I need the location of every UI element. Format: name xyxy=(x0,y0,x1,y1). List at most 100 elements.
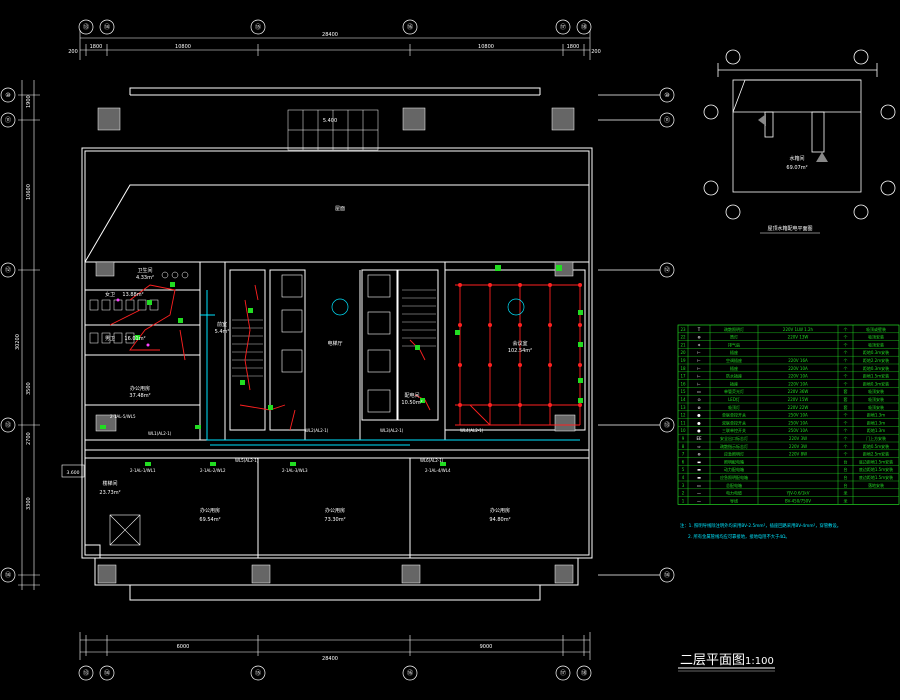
left-total-dim: 30200 xyxy=(15,334,21,350)
grid-left-3: ⑬ xyxy=(5,421,11,429)
inset-title: 屋顶水箱配电平面图 xyxy=(767,225,812,232)
legend-note-1: 注：1. 照明导线除注明外均采用BV-2.5mm²，插座回路采用BV-4mm²，… xyxy=(680,522,841,529)
legend-cell-note: 底边距地1.5m安装 xyxy=(859,474,893,480)
top-dim-3: 10800 xyxy=(478,44,494,50)
room-stair-area: 23.73m² xyxy=(99,490,120,496)
bottom-grid-bubbles xyxy=(78,665,592,681)
grid-right-2: ⑫ xyxy=(664,266,670,274)
room-hall: 电梯厅 xyxy=(327,340,342,347)
grid-top-0: ⑬ xyxy=(83,23,89,31)
legend-cell-no: 23 xyxy=(680,327,686,332)
legend-cell-spec: 220V 8W xyxy=(789,452,807,457)
lower-stair-box xyxy=(61,464,141,546)
legend-cell-name: 防水插座 xyxy=(726,373,742,379)
room-office2-area: 69.54m² xyxy=(199,517,220,523)
left-dim-5: 3300 xyxy=(26,497,32,510)
top-dim-0: 200 xyxy=(68,49,78,55)
legend-note-2: 2. 所有金属管线均应可靠接地，接地电阻不大于4Ω。 xyxy=(688,533,790,540)
legend-cell-qty: 个 xyxy=(844,444,848,449)
legend-cell-symbol: ⊗ xyxy=(697,452,700,457)
legend-cell-symbol: ⇨ xyxy=(697,444,701,449)
legend-cell-qty: 米 xyxy=(844,490,848,496)
legend-cell-spec: BV-450/750V xyxy=(785,498,811,503)
grid-right-0: ⑩ xyxy=(664,92,669,99)
legend-cell-no: 6 xyxy=(682,459,685,464)
legend-cell-qty: 个 xyxy=(844,374,848,379)
room-office2-name: 办公用房 xyxy=(200,507,220,514)
legend-cell-symbol: ⊗ xyxy=(697,405,700,410)
legend-cell-qty: 台 xyxy=(844,458,848,464)
legend-cell-name: 动力配电箱 xyxy=(724,466,744,472)
legend-cell-symbol: ● xyxy=(697,420,701,425)
legend-cell-name: 应急照明配电箱 xyxy=(720,474,748,480)
grid-top-2: ⑮ xyxy=(255,23,261,31)
legend-cell-name: 插座 xyxy=(730,380,738,386)
legend-cell-note: 距地0.5m安装 xyxy=(863,443,889,449)
ceiling-lights xyxy=(458,283,582,407)
grid-bottom-4: ⑰ xyxy=(560,669,566,677)
legend-cell-qty: 套 xyxy=(844,396,848,402)
grid-bottom-1: ⑭ xyxy=(104,669,110,677)
legend-cell-symbol: ⊢ xyxy=(697,350,701,355)
legend-cell-note: 距地0.3m安装 xyxy=(863,349,889,355)
grid-bottom-5: ⑱ xyxy=(581,669,587,677)
grid-bottom-2: ⑮ xyxy=(255,669,261,677)
bottom-dim-7: 9000 xyxy=(480,644,493,650)
legend-cell-qty: 个 xyxy=(844,342,848,347)
legend-cell-note: 底边距地1.5m安装 xyxy=(859,466,893,472)
legend-cell-name: 导线 xyxy=(730,497,738,503)
legend-cell-spec: 250V 10A xyxy=(788,413,808,418)
inset-area: 69.07m² xyxy=(786,165,807,171)
drawing-title: 二层平面图 xyxy=(680,653,745,668)
legend-cell-qty: 米 xyxy=(844,497,848,503)
room-female-name: 女卫 xyxy=(105,291,115,298)
grid-top-5: ⑱ xyxy=(581,23,587,31)
room-office4-area: 94.80m² xyxy=(489,517,510,523)
legend-cell-note: 距地1.3m xyxy=(867,419,885,425)
legend-cell-name: 筒灯 xyxy=(730,334,738,340)
circuit-tag-4: WL5(AL2-1) xyxy=(235,458,259,463)
left-dim-2: 10600 xyxy=(26,184,32,200)
legend-cell-note: 吸顶安装 xyxy=(868,334,884,340)
legend-cell-name: 应急照明灯 xyxy=(724,451,744,457)
legend-cell-name: 吸顶灯 xyxy=(728,404,740,410)
legend-cell-note: 距地2.5m安装 xyxy=(863,451,889,457)
legend-cell-name: 三联单控开关 xyxy=(722,427,746,433)
grid-right-3: ⑬ xyxy=(664,421,670,429)
inset-drain-symbol xyxy=(816,152,828,162)
inset-roof-plan xyxy=(703,49,896,220)
legend-cell-qty: 台 xyxy=(844,474,848,480)
legend-cell-spec: 220V 13W xyxy=(788,335,809,340)
bottom-dim-4: 6000 xyxy=(177,644,190,650)
legend-cell-note: 距地2.2m安装 xyxy=(863,357,889,363)
top-elevation-mark: 5.400 xyxy=(323,118,337,124)
legend-cell-no: 14 xyxy=(680,397,686,402)
legend-cell-spec: 220V 36W xyxy=(788,389,809,394)
legend-cell-qty: 个 xyxy=(844,358,848,363)
legend-cell-qty: 台 xyxy=(844,466,848,472)
circuit-tag-8: 2-1AL-3/WL3 xyxy=(282,468,308,473)
legend-cell-no: 5 xyxy=(682,467,685,472)
legend-cell-name: 插座 xyxy=(730,365,738,371)
inset-pump-symbol xyxy=(758,114,766,126)
legend-cell-symbol: ⊗ xyxy=(697,335,700,340)
legend-cell-no: 22 xyxy=(680,335,686,340)
grid-top-4: ⑰ xyxy=(560,23,566,31)
legend-cell-no: 8 xyxy=(682,444,685,449)
legend-cell-no: 12 xyxy=(680,413,686,418)
circuit-tag-5: WL6(AL2-1) xyxy=(420,458,444,463)
top-dim-1: 1800 xyxy=(90,44,103,50)
grid-left-0: ⑩ xyxy=(5,92,10,99)
legend-cell-note: 距地1.5m安装 xyxy=(863,373,889,379)
legend-cell-spec: 220V 16A xyxy=(788,358,808,363)
legend-border xyxy=(677,324,900,505)
legend-cell-name: 电力电缆 xyxy=(726,490,742,496)
legend-cell-name: 疏散照明灯 xyxy=(724,326,744,332)
legend-cell-symbol: — xyxy=(697,491,701,496)
room-conference-name: 会议室 xyxy=(512,340,527,347)
grid-right-1: ⑪ xyxy=(664,116,670,124)
inset-room: 水箱间 xyxy=(789,155,804,162)
legend-cell-qty: 套 xyxy=(844,404,848,410)
